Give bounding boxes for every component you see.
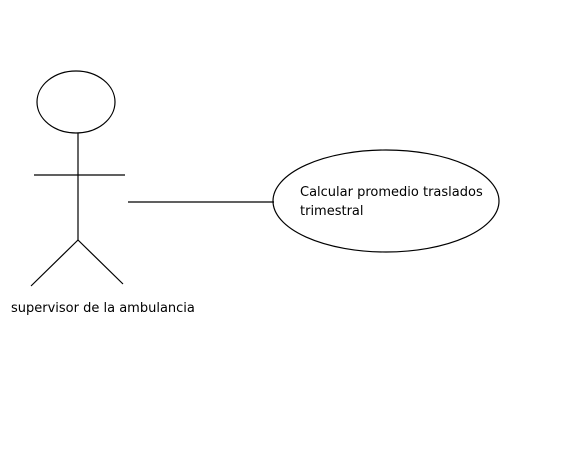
- actor-stick-figure[interactable]: [30, 70, 125, 287]
- actor-left-leg: [30, 239, 79, 287]
- use-case-ellipse[interactable]: [272, 149, 500, 253]
- actor-head: [36, 70, 116, 134]
- actor-right-leg: [77, 239, 124, 285]
- actor-label: supervisor de la ambulancia: [11, 301, 195, 316]
- use-case-label: Calcular promedio traslados trimestral: [300, 185, 483, 219]
